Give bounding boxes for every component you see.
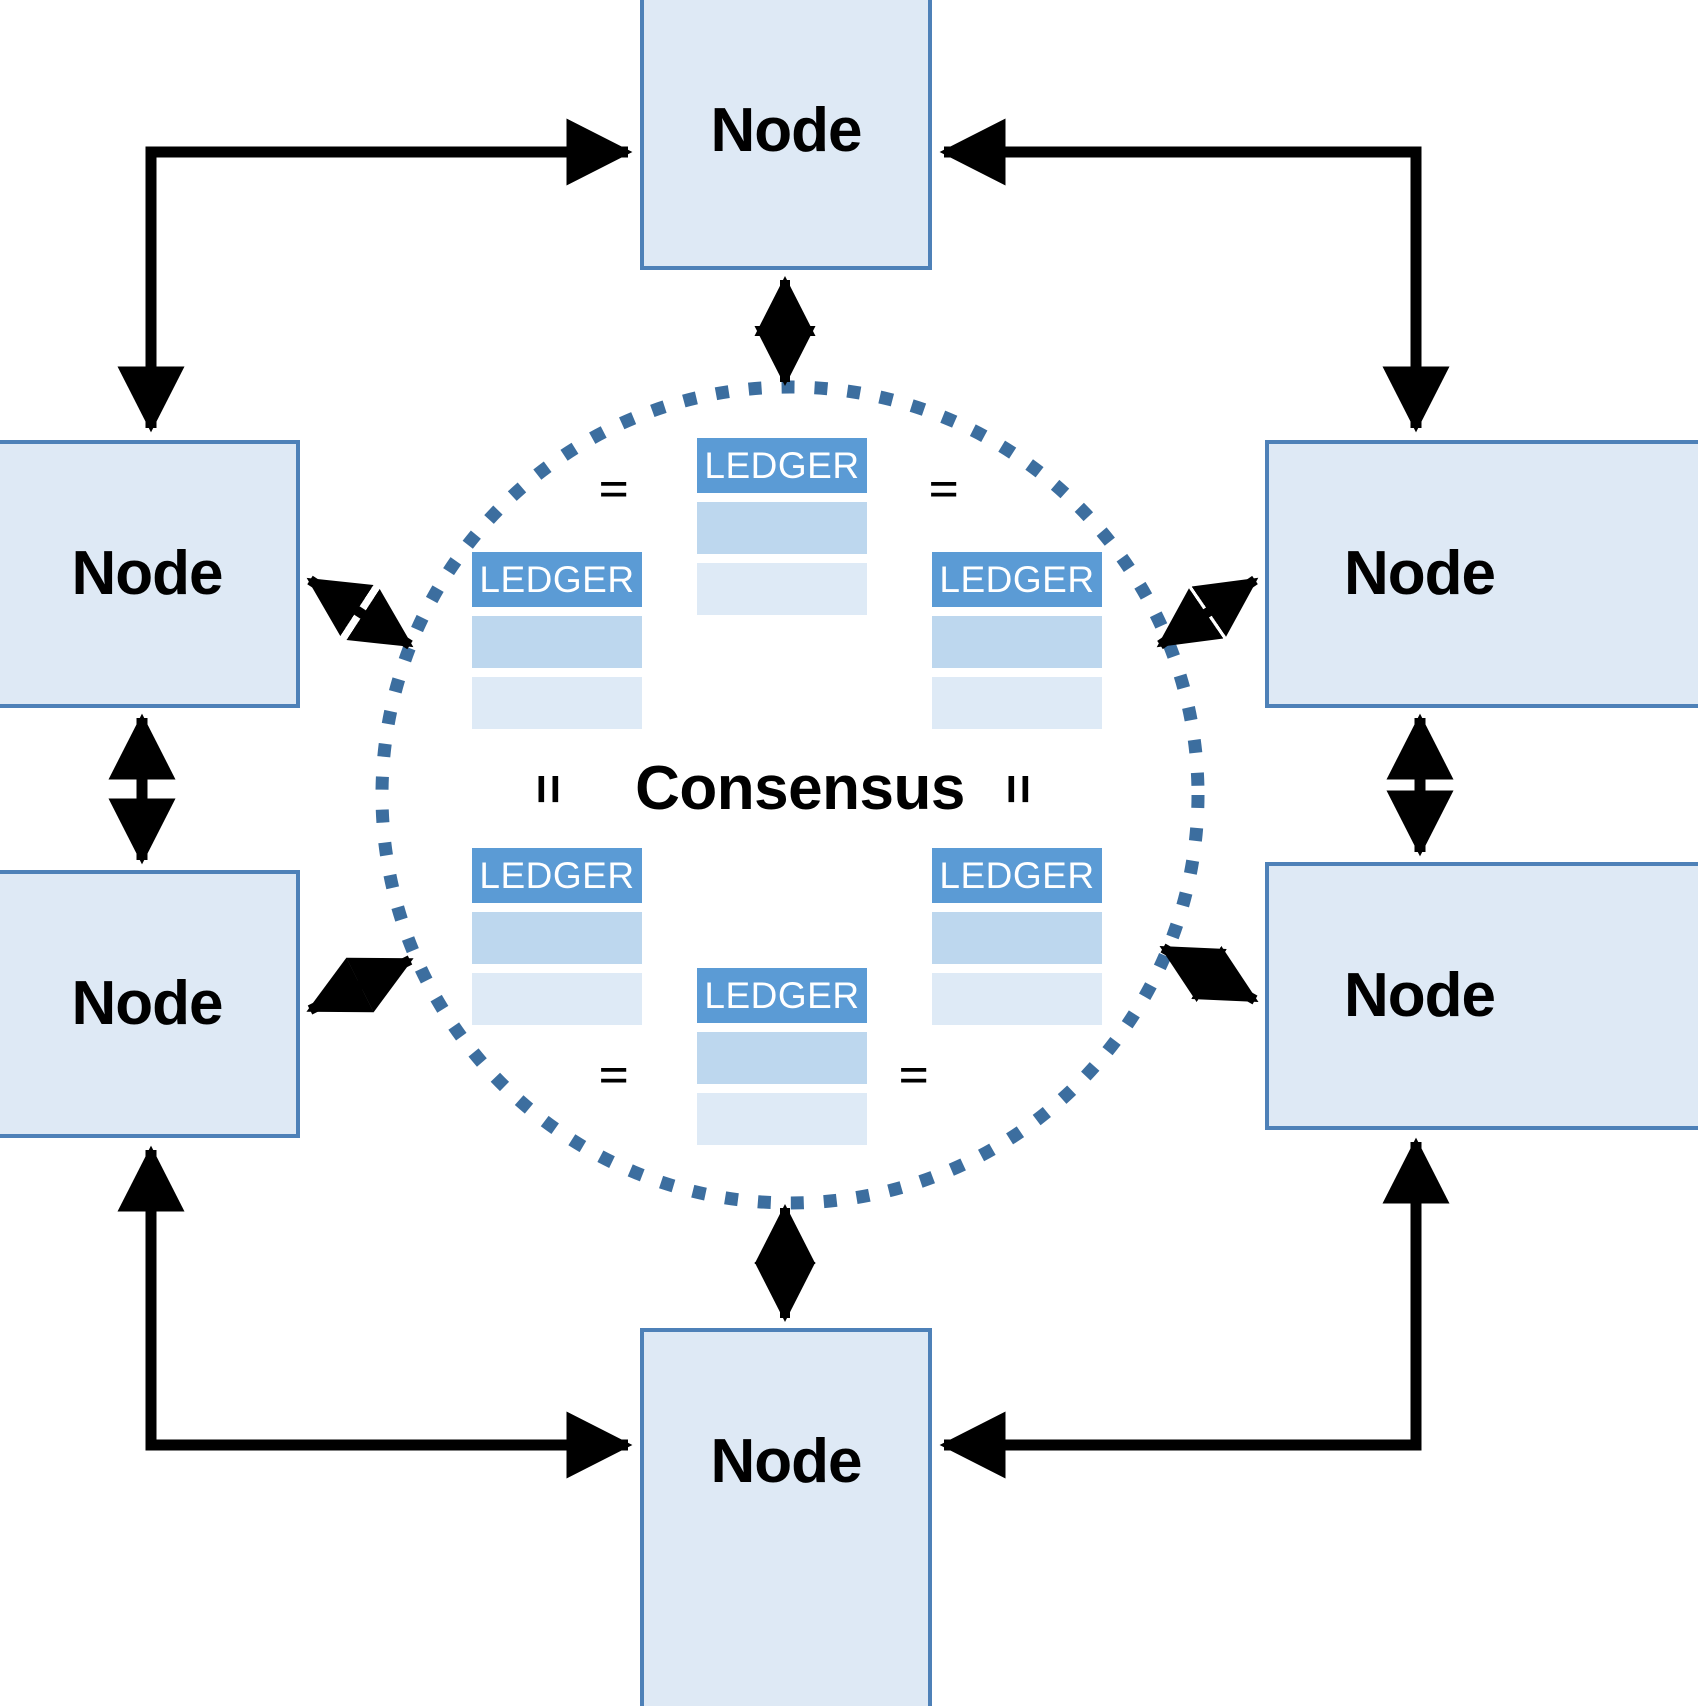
- connector-bottomright-elbow: [939, 1137, 1450, 1479]
- ledger-top[interactable]: LEDGER: [697, 438, 867, 615]
- ledger-header: LEDGER: [932, 552, 1102, 607]
- node-top[interactable]: Node: [640, 0, 932, 270]
- ledger-bar-secondary: [472, 973, 642, 1025]
- connector-leftlower-to-circle: [306, 955, 414, 1015]
- connector-rightupper-to-circle: [1156, 575, 1259, 650]
- node-label: Node: [710, 96, 863, 165]
- equals-top-left-icon: =: [598, 459, 629, 519]
- node-label: Node: [1344, 961, 1496, 1030]
- ledger-bar-primary: [697, 502, 867, 554]
- ledger-bar-secondary: [697, 1093, 867, 1145]
- connector-leftupper-to-circle: [306, 575, 414, 650]
- connector-rightlower-to-circle: [1159, 943, 1259, 1005]
- ledger-header: LEDGER: [697, 438, 867, 493]
- ledger-bar-primary: [697, 1032, 867, 1084]
- ledger-right-lower[interactable]: LEDGER: [932, 848, 1102, 1025]
- ledger-header: LEDGER: [472, 848, 642, 903]
- node-left-upper[interactable]: Node: [0, 440, 300, 708]
- equals-mid-left-icon: =: [519, 773, 578, 805]
- node-bottom[interactable]: Node: [640, 1328, 932, 1706]
- connector-bottomleft-elbow: [117, 1145, 633, 1479]
- connector-topright-elbow: [939, 118, 1450, 433]
- ledger-bar-secondary: [697, 563, 867, 615]
- ledger-header: LEDGER: [697, 968, 867, 1023]
- ledger-left-upper[interactable]: LEDGER: [472, 552, 642, 729]
- node-label: Node: [710, 1427, 863, 1496]
- node-label: Node: [1344, 539, 1496, 608]
- equals-top-right-icon: =: [928, 459, 959, 519]
- ledger-right-upper[interactable]: LEDGER: [932, 552, 1102, 729]
- ledger-bar-primary: [472, 912, 642, 964]
- ledger-bar-secondary: [932, 677, 1102, 729]
- node-label: Node: [71, 969, 224, 1038]
- ledger-left-lower[interactable]: LEDGER: [472, 848, 642, 1025]
- node-right-upper[interactable]: Node: [1265, 440, 1698, 708]
- node-right-lower[interactable]: Node: [1265, 862, 1698, 1130]
- equals-bot-right-icon: =: [898, 1045, 929, 1105]
- ledger-bar-primary: [932, 616, 1102, 668]
- consensus-label: Consensus: [635, 754, 965, 823]
- node-left-lower[interactable]: Node: [0, 870, 300, 1138]
- ledger-bar-secondary: [932, 973, 1102, 1025]
- connector-topleft-elbow: [117, 118, 633, 433]
- ledger-bar-secondary: [472, 677, 642, 729]
- ledger-header: LEDGER: [932, 848, 1102, 903]
- ledger-bar-primary: [932, 912, 1102, 964]
- ledger-header: LEDGER: [472, 552, 642, 607]
- equals-bot-left-icon: =: [598, 1045, 629, 1105]
- node-label: Node: [71, 539, 224, 608]
- ledger-bar-primary: [472, 616, 642, 668]
- ledger-bottom[interactable]: LEDGER: [697, 968, 867, 1145]
